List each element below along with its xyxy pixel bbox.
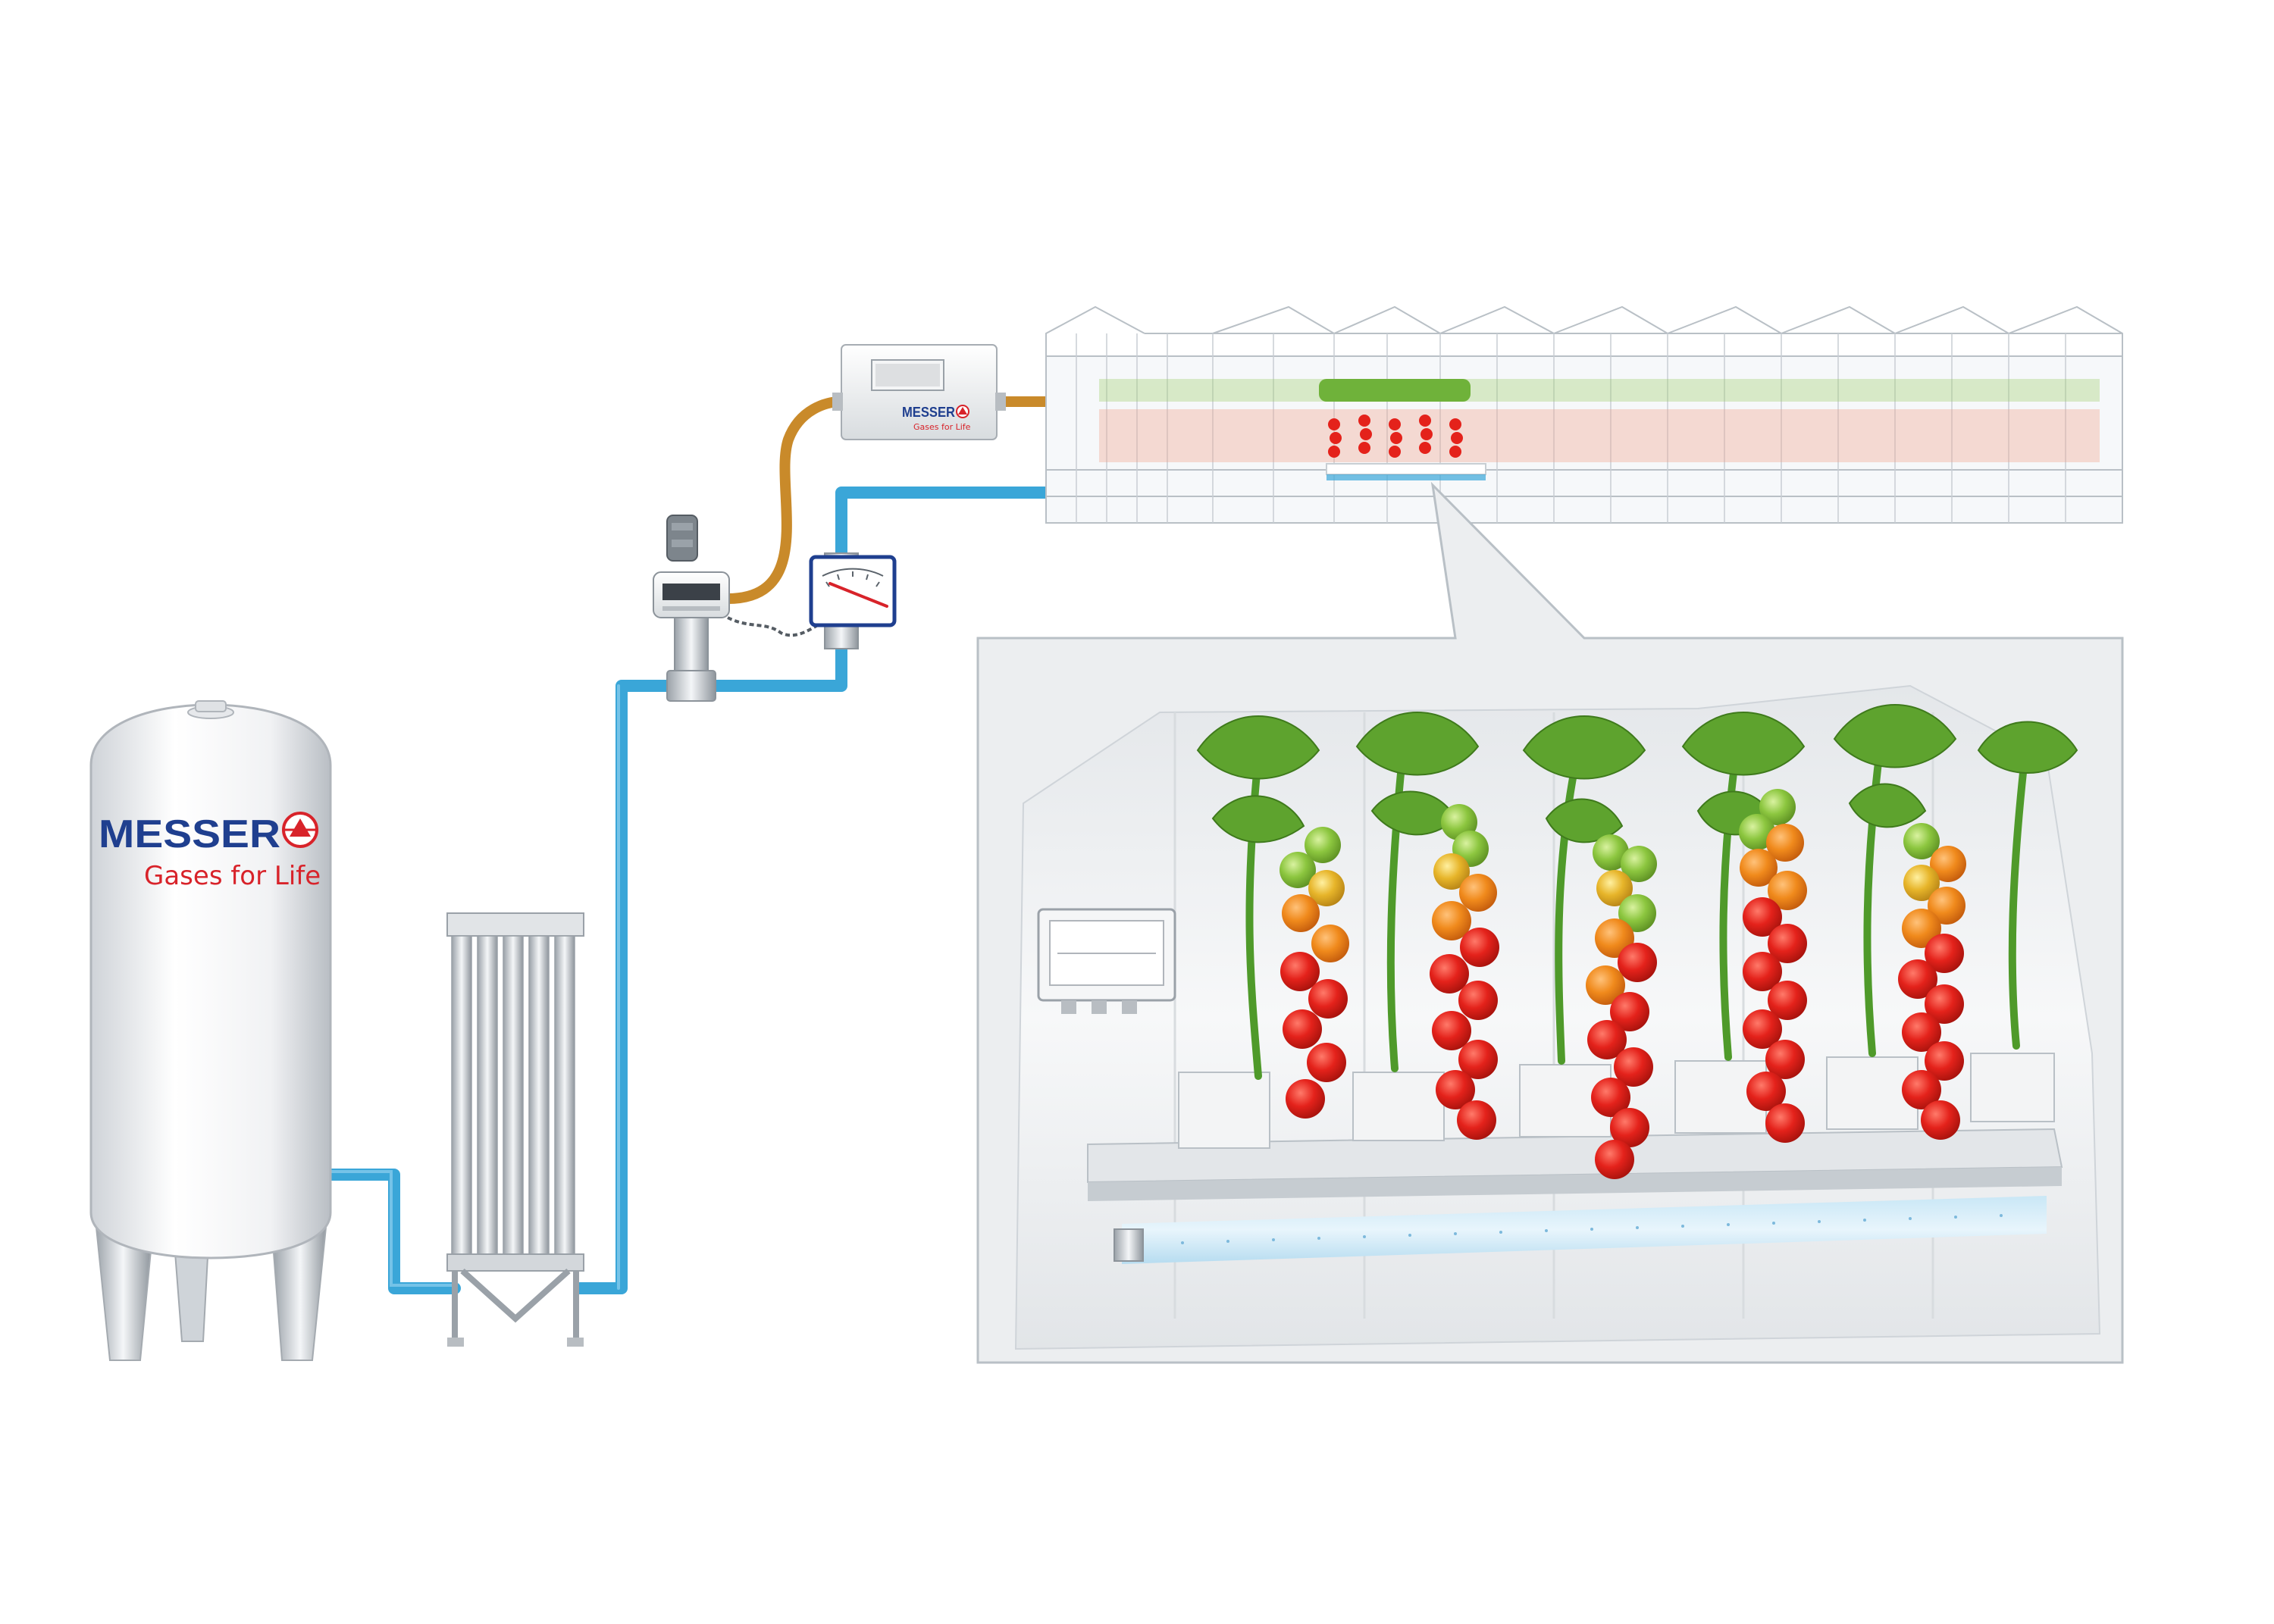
tank-brand-tagline: Gases for Life	[144, 861, 321, 891]
perforated-distribution-tube-icon	[1114, 1196, 2047, 1264]
messer-logo-icon	[282, 812, 318, 848]
tank-brand-name: MESSER	[99, 812, 280, 856]
zoom-analyzer-icon	[1037, 908, 1176, 1014]
analyzer-brand-tagline: Gases for Life	[913, 422, 971, 432]
co2-analyzer-icon: MESSER Gases for Life	[832, 344, 1006, 440]
messer-logo-small-icon	[956, 405, 969, 418]
solenoid-valve-icon	[653, 515, 828, 702]
storage-tank-icon: MESSER Gases for Life	[89, 700, 332, 1361]
analyzer-brand-name: MESSER	[902, 405, 955, 420]
blue-pipe-highlight	[324, 684, 620, 1290]
greenhouse-icon	[1045, 305, 2123, 524]
greenhouse-plant-rows	[1099, 379, 2100, 462]
tomato-trusses	[1280, 789, 1966, 1179]
zoom-callout	[976, 481, 2124, 1364]
flow-meter-gauge-icon	[809, 552, 897, 649]
highlighted-plant-group	[1319, 379, 1486, 480]
ambient-vaporizer-icon	[446, 912, 584, 1347]
